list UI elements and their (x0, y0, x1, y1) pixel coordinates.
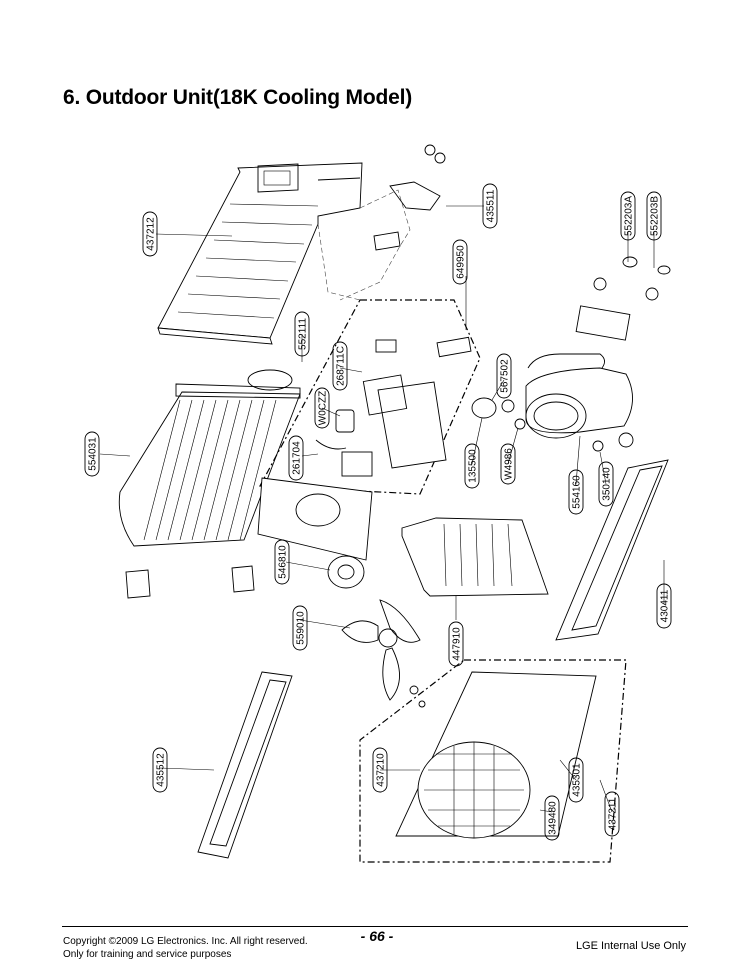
part-label-350140: 350140 (598, 461, 614, 507)
part-label-349480: 349480 (544, 795, 560, 841)
condenser-drawing (118, 369, 301, 599)
part-label-435512: 435512 (152, 747, 168, 793)
svg-text:135500: 135500 (468, 449, 479, 483)
part-label-435511: 435511 (482, 183, 498, 229)
svg-text:567502: 567502 (500, 359, 511, 393)
barrier-drawing (401, 517, 549, 597)
svg-text:435511: 435511 (486, 189, 497, 222)
part-labels: 437212 554031 552111 268711C W0CZZ 26170… (84, 183, 672, 841)
part-label-261704: 261704 (288, 435, 304, 481)
part-label-567502: 567502 (496, 353, 512, 399)
page-title: 6. Outdoor Unit(18K Cooling Model) (63, 86, 413, 109)
part-label-546810: 546810 (274, 539, 290, 585)
svg-text:W0CZZ: W0CZZ (318, 391, 329, 425)
part-label-559010: 559010 (292, 605, 308, 651)
svg-text:649950: 649950 (456, 245, 467, 279)
part-label-554160: 554160 (568, 469, 584, 515)
svg-text:W4986: W4986 (504, 448, 515, 480)
part-label-552203b: 552203B (646, 191, 662, 241)
svg-text:430411: 430411 (660, 589, 671, 622)
part-label-430411: 430411 (656, 583, 672, 629)
svg-text:447910: 447910 (452, 627, 463, 661)
part-label-435301: 435301 (568, 757, 584, 803)
part-label-437212: 437212 (142, 211, 158, 257)
part-label-552111: 552111 (294, 311, 310, 357)
control-box-drawing (259, 299, 481, 495)
svg-text:437210: 437210 (376, 753, 387, 787)
svg-text:552111: 552111 (298, 318, 309, 350)
side-panel-drawing (197, 671, 293, 859)
svg-text:350140: 350140 (602, 467, 613, 501)
svg-text:261704: 261704 (292, 441, 303, 475)
svg-text:435512: 435512 (156, 753, 167, 787)
part-label-268711c: 268711C (332, 341, 348, 391)
footer-internal-use: LGE Internal Use Only (575, 940, 686, 952)
part-label-135500: 135500 (464, 443, 480, 489)
motor-and-fan-drawing (257, 477, 426, 708)
part-label-437211: 437211 (604, 791, 620, 837)
svg-text:552203B: 552203B (650, 196, 661, 236)
top-bracket-drawing (317, 144, 446, 301)
svg-text:546810: 546810 (278, 545, 289, 579)
part-label-649950: 649950 (452, 239, 468, 285)
svg-text:268711C: 268711C (336, 346, 347, 386)
part-label-w0czz: W0CZZ (314, 387, 330, 429)
svg-text:349480: 349480 (548, 801, 559, 835)
svg-text:554031: 554031 (88, 437, 99, 471)
part-label-447910: 447910 (448, 621, 464, 667)
base-pan-drawing (555, 459, 669, 641)
compressor-drawing (471, 256, 671, 452)
part-label-554031: 554031 (84, 431, 100, 477)
svg-text:559010: 559010 (296, 611, 307, 645)
svg-text:435301: 435301 (572, 763, 583, 797)
svg-text:437211: 437211 (608, 797, 619, 830)
footer-divider (62, 926, 688, 927)
front-panel-drawing (359, 659, 627, 863)
footer-copyright: Copyright ©2009 LG Electronics. Inc. All… (63, 935, 308, 961)
svg-text:554160: 554160 (572, 475, 583, 509)
page-number: - 66 - (360, 928, 394, 944)
svg-text:552203A: 552203A (624, 196, 635, 236)
footer-copyright-line2: Only for training and service purposes (63, 949, 232, 960)
part-label-w4986: W4986 (500, 443, 516, 485)
part-label-552203a: 552203A (620, 191, 636, 241)
part-label-437210: 437210 (372, 747, 388, 793)
svg-text:437212: 437212 (146, 217, 157, 251)
footer-copyright-line1: Copyright ©2009 LG Electronics. Inc. All… (63, 936, 308, 947)
top-cover-drawing (157, 162, 363, 345)
